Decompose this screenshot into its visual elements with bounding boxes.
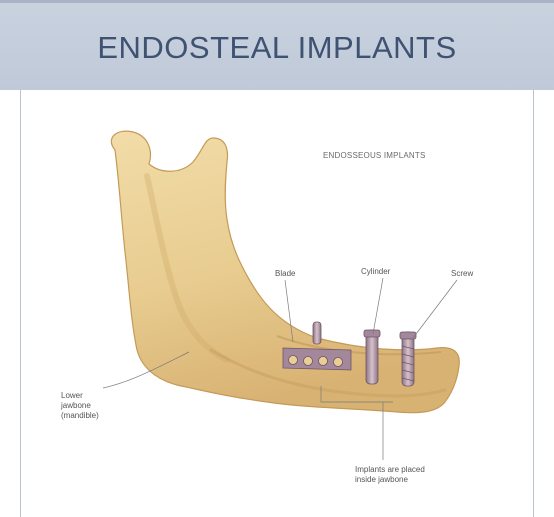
slide-title: ENDOSTEAL IMPLANTS: [0, 30, 554, 66]
label-lower-jaw-1: Lower: [61, 391, 83, 400]
label-lower-jaw-2: jawbone: [60, 401, 91, 410]
frame-right-border: [533, 90, 534, 517]
label-cylinder: Cylinder: [361, 267, 391, 276]
label-placed-1: Implants are placed: [355, 465, 425, 474]
jawbone-diagram: ENDOSSEOUS IMPLANTS Blade Cylinder Screw…: [21, 90, 533, 517]
label-lower-jaw-3: (mandible): [61, 411, 99, 420]
diagram-heading: ENDOSSEOUS IMPLANTS: [323, 151, 426, 160]
label-placed-2: inside jawbone: [355, 475, 408, 484]
label-screw: Screw: [451, 269, 473, 278]
label-blade: Blade: [275, 269, 296, 278]
title-bar: ENDOSTEAL IMPLANTS: [0, 0, 554, 90]
screw-implant: [400, 332, 416, 386]
cylinder-implant: [364, 330, 380, 384]
